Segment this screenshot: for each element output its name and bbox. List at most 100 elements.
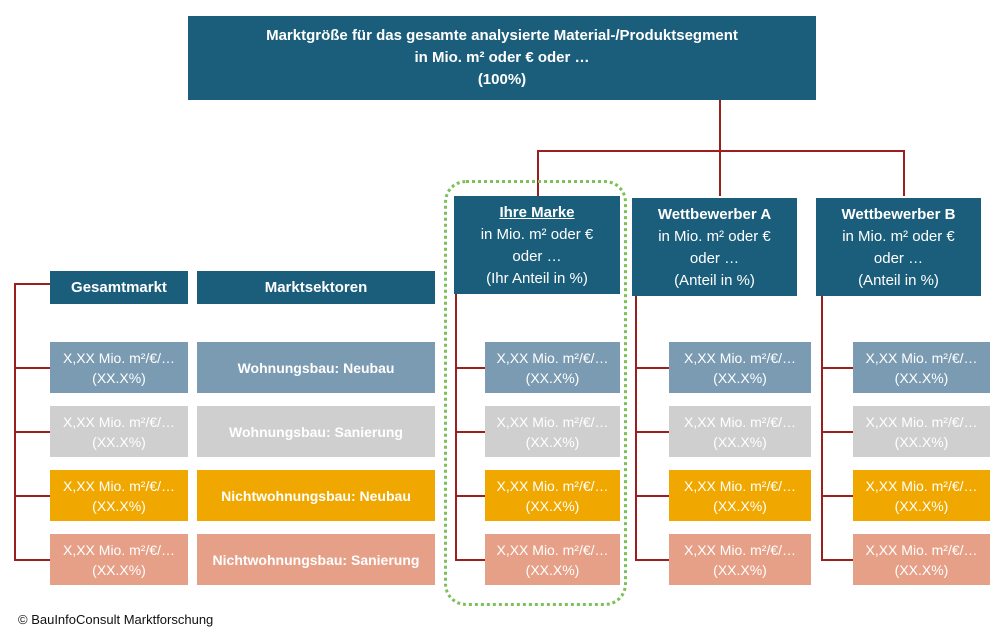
brand-header-own: Ihre Marke in Mio. m² oder € oder … (Ihr… [454, 196, 620, 294]
own-brand-cell-2: X,XX Mio. m²/€/… (XX.X%) [485, 406, 620, 457]
brand-share: (Anteil in %) [858, 272, 939, 289]
brand-connector-drop-1 [537, 150, 539, 196]
total-market-share: (100%) [477, 71, 527, 88]
copyright-footer: © BauInfoConsult Marktforschung [18, 612, 214, 627]
cell-value: X,XX Mio. m²/€/… [865, 477, 978, 494]
cell-share: (XX.X%) [894, 497, 949, 514]
cell-share: (XX.X%) [713, 369, 767, 386]
cell-value: X,XX Mio. m²/€/… [683, 477, 797, 494]
brand-header-competitor-b: Wettbewerber B in Mio. m² oder € oder … … [816, 198, 981, 296]
cell-value: X,XX Mio. m²/€/… [865, 413, 978, 430]
sector-wohnungsbau-sanierung: Wohnungsbau: Sanierung [197, 406, 435, 457]
top-connector-vertical [719, 100, 721, 152]
cell-share: (XX.X%) [713, 433, 767, 450]
brand-unit-cont: oder … [512, 248, 562, 265]
cell-value: X,XX Mio. m²/€/… [865, 349, 978, 366]
competitor-a-cell-4: X,XX Mio. m²/€/… (XX.X%) [669, 534, 811, 585]
competitor-b-cell-2: X,XX Mio. m²/€/… (XX.X%) [853, 406, 990, 457]
cell-share: (XX.X%) [894, 561, 949, 578]
brand2-stub-4 [635, 559, 669, 561]
brand-unit-cont: oder … [873, 250, 924, 267]
left-bracket-stub-header [14, 283, 50, 285]
cell-value: X,XX Mio. m²/€/… [62, 413, 176, 430]
total-market-box: Marktgröße für das gesamte analysierte M… [188, 16, 816, 100]
brand-connector-drop-3 [903, 150, 905, 196]
gesamtmarkt-cell-4: X,XX Mio. m²/€/… (XX.X%) [50, 534, 188, 585]
cell-share: (XX.X%) [525, 561, 580, 578]
cell-share: (XX.X%) [894, 433, 949, 450]
brand2-stub-1 [635, 367, 669, 369]
competitor-b-cell-4: X,XX Mio. m²/€/… (XX.X%) [853, 534, 990, 585]
competitor-a-cell-2: X,XX Mio. m²/€/… (XX.X%) [669, 406, 811, 457]
gesamtmarkt-cell-1: X,XX Mio. m²/€/… (XX.X%) [50, 342, 188, 393]
cell-share: (XX.X%) [713, 497, 767, 514]
total-market-title: Marktgröße für das gesamte analysierte M… [266, 27, 738, 44]
competitor-a-cell-3: X,XX Mio. m²/€/… (XX.X%) [669, 470, 811, 521]
brand1-bracket-vertical [455, 294, 457, 561]
brand-unit: in Mio. m² oder € [480, 226, 594, 243]
gesamtmarkt-header: Gesamtmarkt [50, 271, 188, 304]
gesamtmarkt-cell-2: X,XX Mio. m²/€/… (XX.X%) [50, 406, 188, 457]
cell-value: X,XX Mio. m²/€/… [496, 413, 609, 430]
cell-value: X,XX Mio. m²/€/… [683, 413, 797, 430]
own-brand-cell-3: X,XX Mio. m²/€/… (XX.X%) [485, 470, 620, 521]
cell-value: X,XX Mio. m²/€/… [496, 349, 609, 366]
sector-nichtwohnungsbau-sanierung: Nichtwohnungsbau: Sanierung [197, 534, 435, 585]
own-brand-cell-4: X,XX Mio. m²/€/… (XX.X%) [485, 534, 620, 585]
brand3-stub-2 [821, 431, 853, 433]
cell-share: (XX.X%) [92, 369, 146, 386]
brand-share: (Ihr Anteil in %) [486, 270, 588, 287]
brand-connector-drop-2 [719, 150, 721, 196]
cell-share: (XX.X%) [713, 561, 767, 578]
sector-wohnungsbau-neubau: Wohnungsbau: Neubau [197, 342, 435, 393]
competitor-b-cell-1: X,XX Mio. m²/€/… (XX.X%) [853, 342, 990, 393]
brand1-stub-3 [455, 495, 485, 497]
brand3-stub-1 [821, 367, 853, 369]
brand-name: Wettbewerber A [657, 206, 772, 223]
cell-share: (XX.X%) [525, 497, 580, 514]
cell-value: X,XX Mio. m²/€/… [62, 349, 176, 366]
competitor-b-cell-3: X,XX Mio. m²/€/… (XX.X%) [853, 470, 990, 521]
brand-name: Ihre Marke [499, 204, 575, 221]
brand3-stub-3 [821, 495, 853, 497]
gesamtmarkt-cell-3: X,XX Mio. m²/€/…(XX.X%) [50, 470, 188, 521]
brand2-stub-2 [635, 431, 669, 433]
brand3-bracket-vertical [821, 296, 823, 561]
cell-value: X,XX Mio. m²/€/… [496, 477, 609, 494]
cell-value: X,XX Mio. m²/€/… [683, 349, 797, 366]
cell-share: (XX.X%) [92, 561, 146, 578]
left-bracket-stub-4 [14, 559, 50, 561]
left-bracket-stub-2 [14, 431, 50, 433]
left-bracket-stub-3 [14, 495, 50, 497]
left-bracket-stub-1 [14, 367, 50, 369]
sector-nichtwohnungsbau-neubau: Nichtwohnungsbau: Neubau [197, 470, 435, 521]
brand1-stub-1 [455, 367, 485, 369]
cell-share: (XX.X%) [525, 433, 580, 450]
competitor-a-cell-1: X,XX Mio. m²/€/… (XX.X%) [669, 342, 811, 393]
cell-share: (XX.X%) [92, 497, 146, 514]
brand-name: Wettbewerber B [841, 206, 956, 223]
left-bracket-vertical [14, 283, 16, 561]
brand-connector-horizontal [537, 150, 905, 152]
cell-share: (XX.X%) [92, 433, 146, 450]
brand-unit: in Mio. m² oder € [842, 228, 955, 245]
cell-value: X,XX Mio. m²/€/… [62, 541, 176, 558]
cell-value: X,XX Mio. m²/€/… [496, 541, 609, 558]
brand-header-competitor-a: Wettbewerber A in Mio. m² oder € oder … … [632, 198, 797, 296]
brand1-stub-4 [455, 559, 485, 561]
marktsektoren-header: Marktsektoren [197, 271, 435, 304]
brand-unit-cont: oder … [689, 250, 740, 267]
cell-share: (XX.X%) [525, 369, 580, 386]
brand-unit: in Mio. m² oder € [658, 228, 771, 245]
brand3-stub-4 [821, 559, 853, 561]
cell-value: X,XX Mio. m²/€/… [865, 541, 978, 558]
brand1-stub-2 [455, 431, 485, 433]
own-brand-cell-1: X,XX Mio. m²/€/… (XX.X%) [485, 342, 620, 393]
brand2-bracket-vertical [635, 296, 637, 561]
cell-value: X,XX Mio. m²/€/… [683, 541, 797, 558]
brand-share: (Anteil in %) [674, 272, 755, 289]
total-market-unit: in Mio. m² oder € oder … [414, 49, 590, 66]
brand2-stub-3 [635, 495, 669, 497]
own-brand-highlight [444, 180, 627, 606]
cell-share: (XX.X%) [894, 369, 949, 386]
